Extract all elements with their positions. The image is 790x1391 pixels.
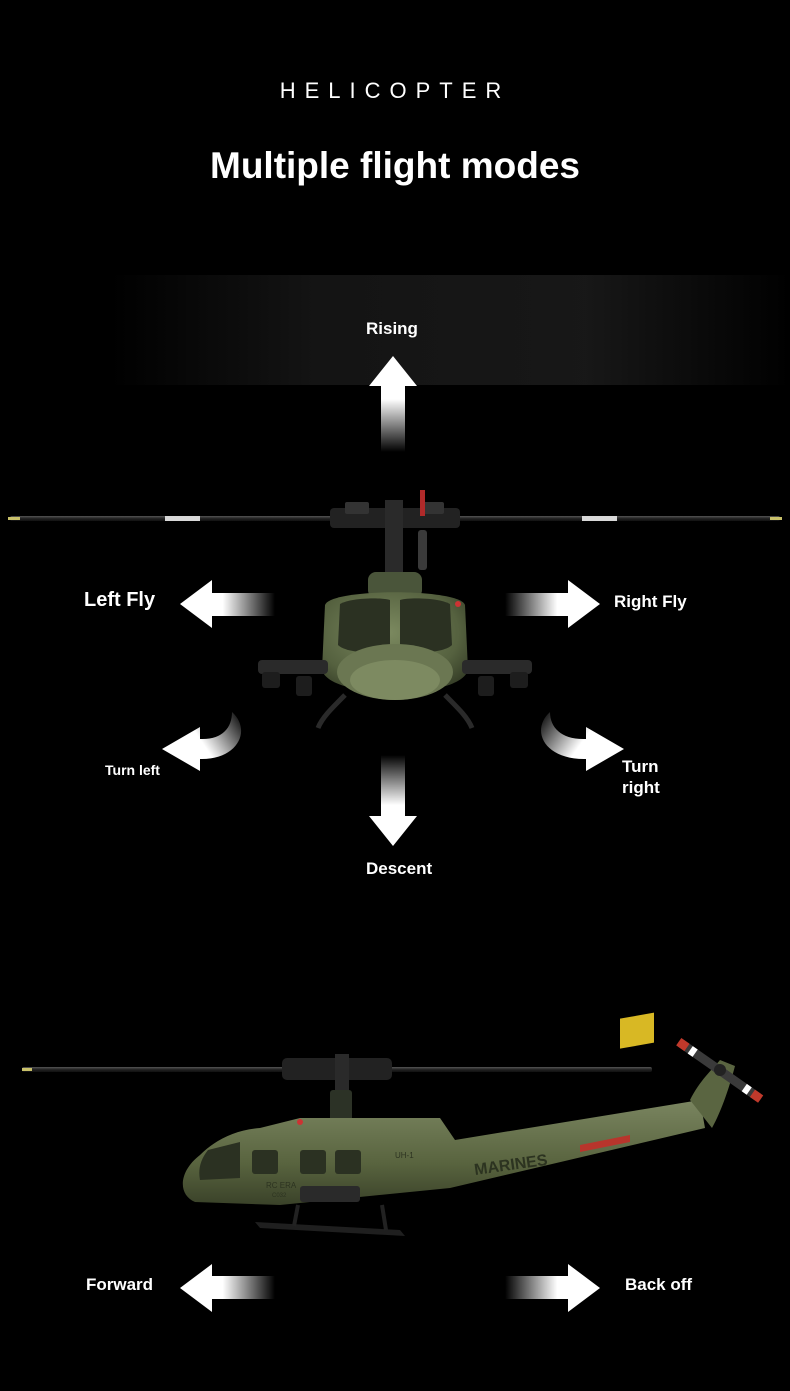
page-headline: Multiple flight modes [210,145,580,186]
arrow-right-icon [505,580,600,628]
turn-left-icon [162,712,242,771]
label-forward: Forward [86,1275,154,1294]
label-turn-left: Turn left [105,762,160,778]
label-left-fly: Left Fly [84,589,156,611]
arrow-left-icon [180,580,275,628]
label-back-off: Back off [625,1275,693,1294]
label-right-fly: Right Fly [614,592,687,611]
maker-badge-text: RC ERA [266,1181,297,1190]
background-band [110,275,790,385]
label-turn-right-line2: right [622,778,660,797]
label-descent: Descent [366,859,433,878]
arrow-up-icon [369,356,417,452]
label-turn-right-line1: Turn [622,757,659,776]
arrow-down-icon [369,755,417,846]
label-rising: Rising [366,319,418,338]
arrow-forward-icon [180,1264,275,1312]
fuselage-model-tag: UH-1 [395,1151,414,1160]
arrow-back-icon [505,1264,600,1312]
helicopter-side-illustration: MARINES UH-1 RC ERA C032 [22,1012,764,1236]
model-code-text: C032 [272,1193,287,1199]
label-turn-right: Turn right [622,756,660,798]
helicopter-front-illustration [8,490,782,730]
brand-title: HELICOPTER [279,78,511,103]
turn-right-icon [541,712,624,771]
